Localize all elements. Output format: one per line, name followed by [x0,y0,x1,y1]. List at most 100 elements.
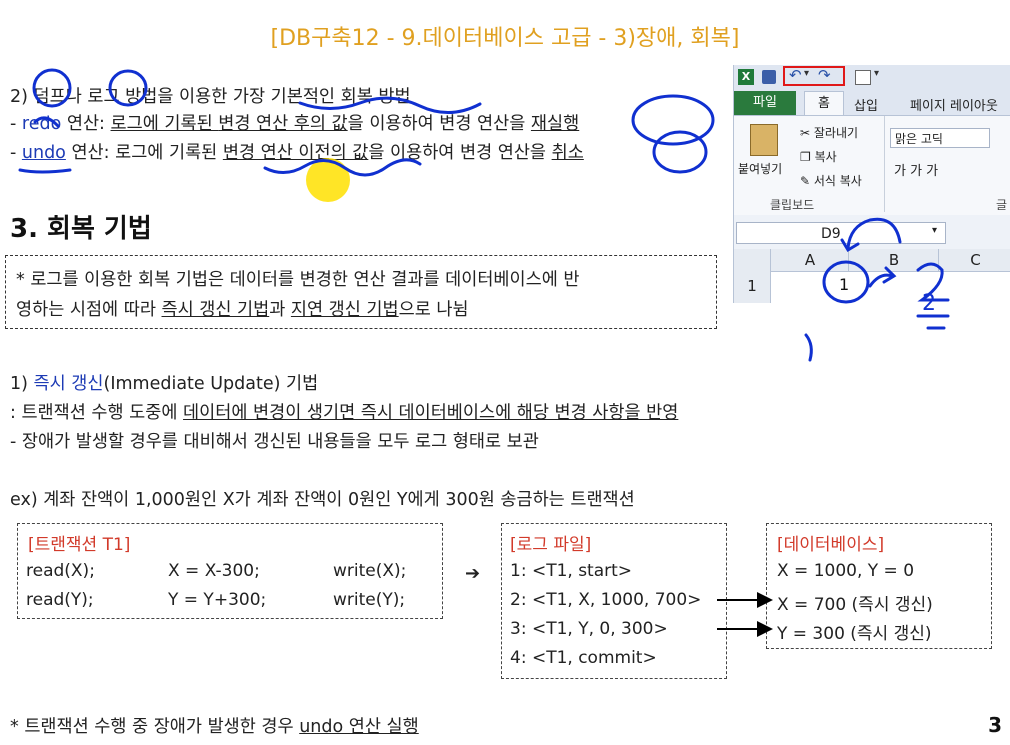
db-entry: Y = 300 (즉시 갱신) [777,624,932,644]
note-text: 영하는 시점에 따라 [16,300,162,320]
tab-file[interactable]: 파일 [734,91,796,115]
cell-value: 1 [839,275,849,294]
copy-icon: ❐ [800,150,815,164]
sheet-grid: A B C 1 [734,249,1010,303]
format-painter-button[interactable]: ✎ 서식 복사 [800,172,862,189]
paste-icon[interactable] [750,124,778,156]
group-divider [884,116,885,212]
print-preview-icon[interactable] [855,70,871,85]
redo-text-log: 로그에 기록된 [110,114,219,134]
immediate-num: 1) [10,374,34,394]
font-name-select[interactable]: 맑은 고딕 [890,128,990,148]
annotation-number: 2 [922,291,936,316]
immediate-update-term: 즉시 갱신 기법 [161,300,270,320]
column-header-row [734,249,1010,272]
transaction-title: [트랜잭션 T1] [28,535,131,555]
section-heading: 3. 회복 기법 [10,214,152,244]
undo-cancel: 취소 [551,143,584,163]
redo-text: 연산: [61,114,111,134]
column-header[interactable]: B [848,249,939,271]
ribbon-home: 붙여넣기 ✂ 잘라내기 ❐ 복사 ✎ 서식 복사 클립보드 맑은 고딕 가 가 … [734,115,1010,216]
name-box-chevron-icon[interactable]: ▾ [932,225,938,236]
tx-cell: write(Y); [333,590,406,610]
brush-icon: ✎ [800,174,814,188]
example-line: ex) 계좌 잔액이 1,000원인 X가 계좌 잔액이 0원인 Y에게 300… [10,490,635,510]
page-number: 3 [988,713,1002,737]
copy-label: 복사 [814,150,837,164]
immediate-definition: 데이터에 변경이 생기면 즉시 데이터베이스에 해당 변경 사항을 반영 [183,403,679,423]
log-entry: 2: <T1, X, 1000, 700> [510,590,702,610]
immediate-line-2: - 장애가 발생할 경우를 대비해서 갱신된 내용들을 모두 로그 형태로 보관 [10,432,539,452]
tab-home[interactable]: 홈 [804,91,844,115]
log-entry: 1: <T1, start> [510,561,633,581]
undo-icon[interactable]: ↶ [789,66,802,84]
redo-text-mid: 을 이용하여 변경 연산을 [347,114,531,134]
redo-line: - redo 연산: 로그에 기록된 변경 연산 후의 값을 이용하여 변경 연… [10,110,579,135]
log-entry: 3: <T1, Y, 0, 300> [510,619,668,639]
deferred-update-term: 지연 갱신 기법 [290,300,399,320]
cut-label: 잘라내기 [813,126,859,140]
undo-before-value: 변경 연산 이전의 값 [222,143,369,163]
note-text: 과 [269,300,291,320]
tx-cell: read(Y); [26,590,94,610]
redo-after-value: 변경 연산 후의 값 [218,114,348,134]
scissors-icon: ✂ [800,126,814,140]
quick-access-toolbar: X ↶ ▾ ↷ ▾ [734,65,1010,89]
immediate-heading: 1) 즉시 갱신(Immediate Update) 기법 [10,370,318,395]
db-entry: X = 700 (즉시 갱신) [777,595,933,615]
tx-cell: write(X); [333,561,407,581]
excel-logo-icon: X [738,69,754,85]
note-line-1: * 로그를 이용한 회복 기법은 데이터를 변경한 연산 결과를 데이터베이스에… [16,270,580,290]
dash: - [10,114,22,134]
immediate-line-1: : 트랜잭션 수행 도중에 데이터에 변경이 생기면 즉시 데이터베이스에 해당… [10,399,678,424]
customize-chevron-icon[interactable]: ▾ [874,68,880,79]
cut-button[interactable]: ✂ 잘라내기 [800,124,858,141]
right-arrow-icon: ➔ [465,563,481,584]
log-entry: 4: <T1, commit> [510,648,657,668]
log-to-db-arrows [717,592,773,637]
font-group-label: 글 [996,198,1008,212]
undo-text: 연산: 로그에 기록된 [65,143,223,163]
format-painter-label: 서식 복사 [813,174,862,188]
tab-page-layout[interactable]: 페이지 레이아웃 [910,99,998,114]
db-entry: X = 1000, Y = 0 [777,561,915,581]
database-title: [데이터베이스] [777,535,885,555]
font-size-buttons[interactable]: 가 가 가 [894,164,939,179]
footer-note: * 트랜잭션 수행 중 장애가 발생한 경우 undo 연산 실행 [10,713,419,738]
row-header[interactable]: 1 [734,271,771,303]
tx-cell: Y = Y+300; [168,590,267,610]
undo-line: - undo 연산: 로그에 기록된 변경 연산 이전의 값을 이용하여 변경 … [10,139,584,164]
slide-title: [DB구축12 - 9.데이터베이스 고급 - 3)장애, 회복] [270,26,740,51]
column-header[interactable]: C [938,249,1010,271]
tx-cell: read(X); [26,561,95,581]
column-header[interactable]: A [770,249,849,271]
note-line-2: 영하는 시점에 따라 즉시 갱신 기법과 지연 갱신 기법으로 나뉨 [16,296,469,321]
immediate-text: : 트랜잭션 수행 도중에 [10,403,184,423]
cursor-highlight [306,158,350,202]
immediate-english: (Immediate Update) 기법 [103,374,319,394]
tx-cell: X = X-300; [168,561,260,581]
transaction-box: [트랜잭션 T1] read(X); X = X-300; write(X); … [17,523,443,619]
note-box: * 로그를 이용한 회복 기법은 데이터를 변경한 연산 결과를 데이터베이스에… [5,255,717,329]
copy-button[interactable]: ❐ 복사 [800,148,837,165]
log-title: [로그 파일] [510,535,592,555]
immediate-term: 즉시 갱신 [33,374,104,394]
chevron-down-icon[interactable]: ▾ [804,68,810,79]
footer-text: * 트랜잭션 수행 중 장애가 발생한 경우 [10,717,300,737]
redo-icon[interactable]: ↷ [818,66,831,84]
log-box: [로그 파일] 1: <T1, start> 2: <T1, X, 1000, … [501,523,727,679]
undo-text-mid: 을 이용하여 변경 연산을 [368,143,552,163]
ribbon-tabs: 파일 홈 삽입 페이지 레이아웃 [734,89,1010,115]
paste-label[interactable]: 붙여넣기 [738,162,783,176]
clipboard-group-label: 클립보드 [770,198,815,212]
undo-redo-highlight [783,66,845,86]
dash: - [10,143,22,163]
tab-insert[interactable]: 삽입 [854,99,878,114]
save-icon[interactable] [762,70,776,84]
note-text: 으로 나뉨 [398,300,469,320]
redo-reexecute: 재실행 [530,114,580,134]
undo-label: undo [21,143,66,163]
footer-undo: undo 연산 실행 [299,717,419,737]
database-box: [데이터베이스] X = 1000, Y = 0 X = 700 (즉시 갱신)… [766,523,992,649]
